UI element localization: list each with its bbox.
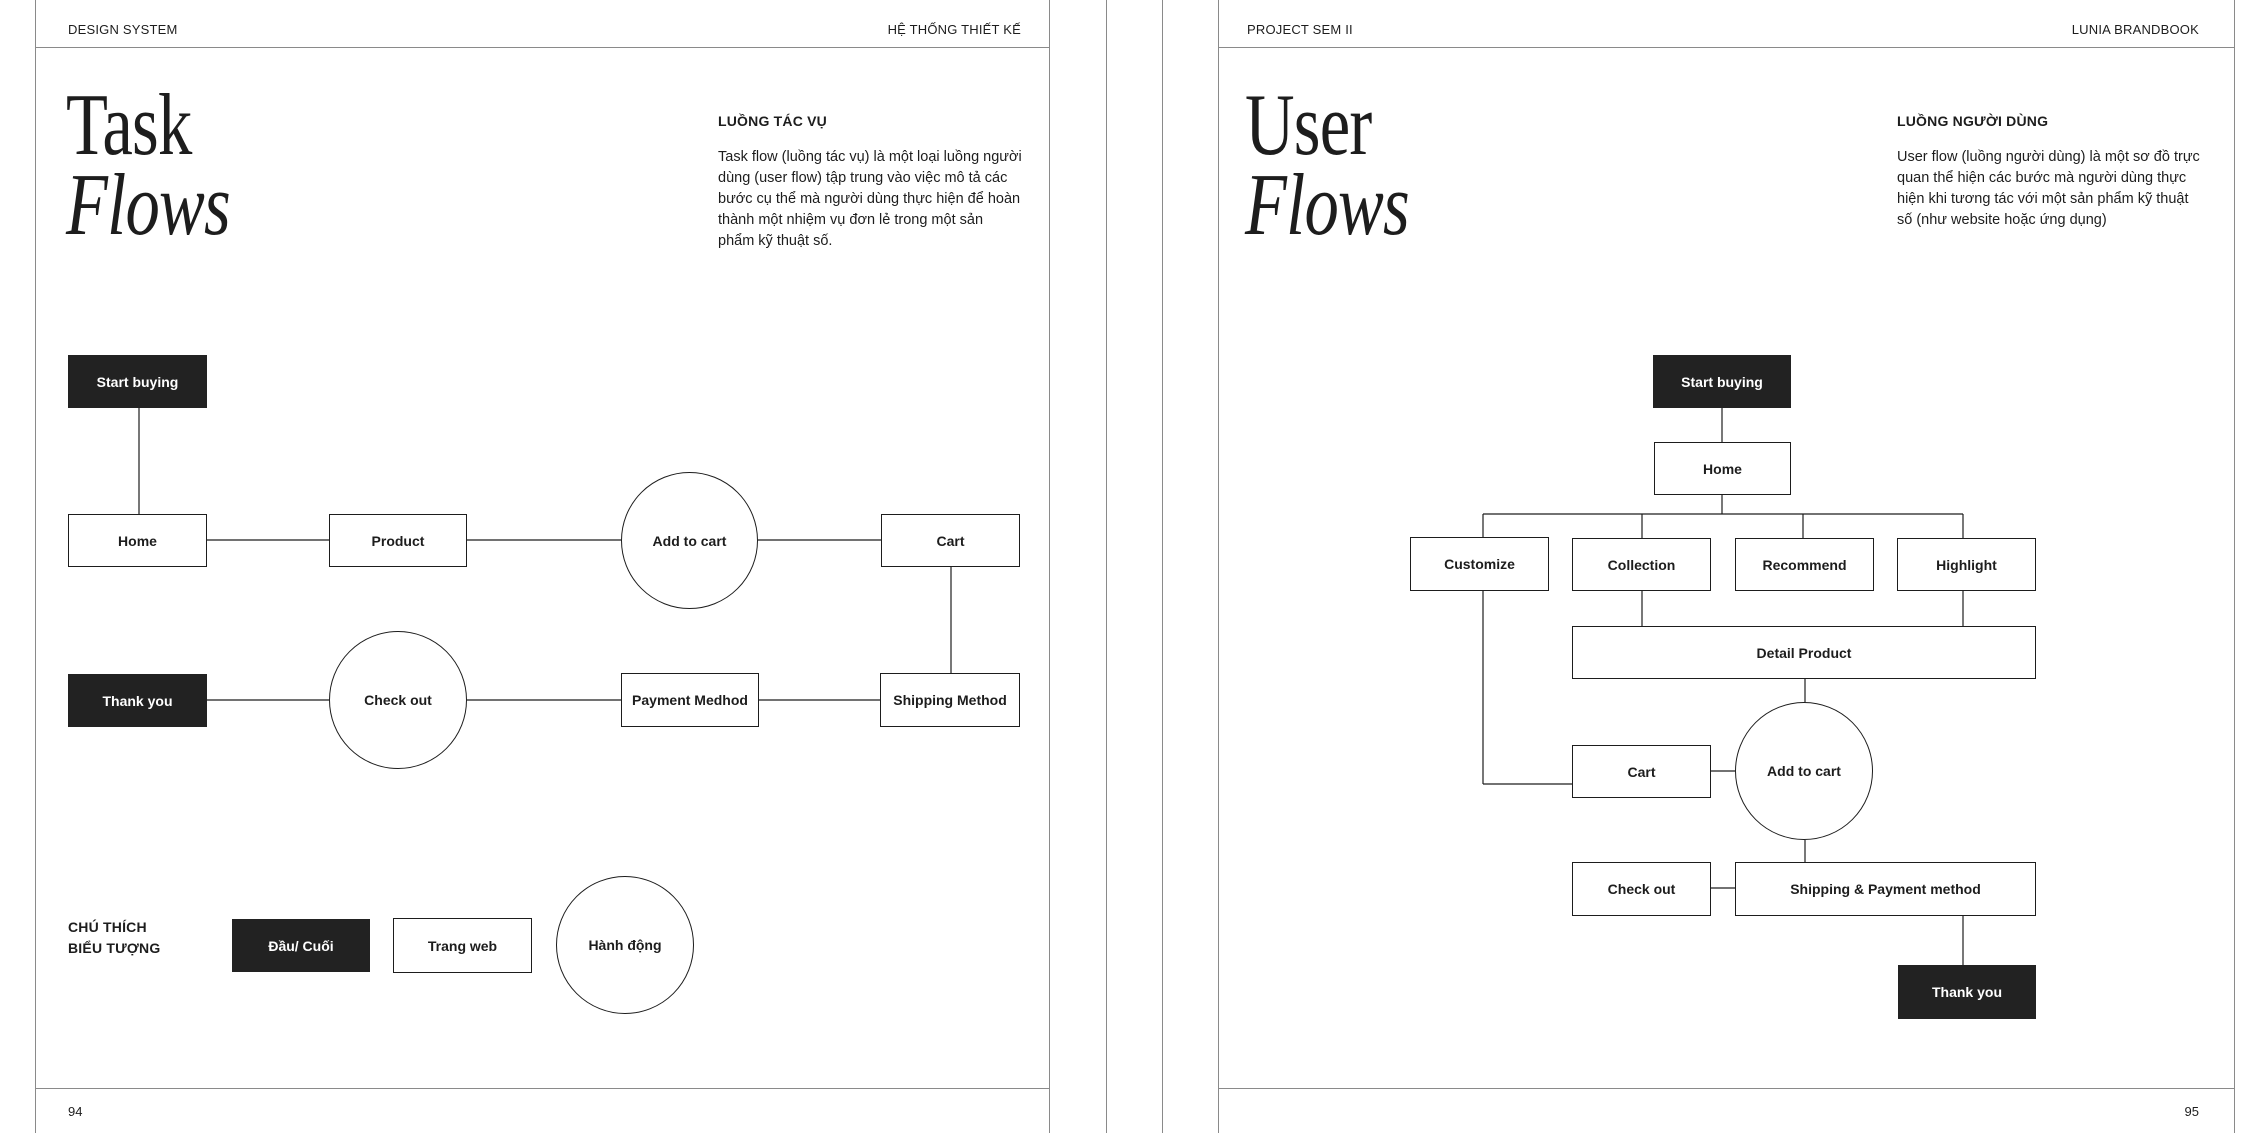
node-add-to-cart-right: Add to cart — [1735, 702, 1873, 840]
node-customize: Customize — [1410, 537, 1549, 591]
spine-rule-3 — [1162, 0, 1163, 1133]
node-shipping-payment: Shipping & Payment method — [1735, 862, 2036, 916]
left-header-rule — [35, 47, 1049, 48]
node-check-out-right: Check out — [1572, 862, 1711, 916]
node-highlight: Highlight — [1897, 538, 2036, 591]
section-body-right: User flow (luồng người dùng) là một sơ đ… — [1897, 149, 2200, 228]
node-check-out: Check out — [329, 631, 467, 769]
title-line-1: User — [1245, 77, 1372, 174]
node-payment-method: Payment Medhod — [621, 673, 759, 727]
node-shipping-method: Shipping Method — [880, 673, 1020, 727]
node-start-buying: Start buying — [68, 355, 207, 408]
legend-title: CHÚ THÍCH BIỂU TƯỢNG — [68, 917, 160, 959]
legend-title-line-2: BIỂU TƯỢNG — [68, 940, 161, 956]
left-margin-rule — [35, 0, 36, 1133]
node-start-buying-right: Start buying — [1653, 355, 1791, 408]
page-number-right: 95 — [2184, 1104, 2199, 1119]
title-line-2: Flows — [66, 157, 231, 254]
node-collection: Collection — [1572, 538, 1711, 591]
page-title-user-flows: User Flows — [1245, 82, 1410, 254]
left-footer-rule — [35, 1088, 1049, 1089]
right-footer-rule — [1218, 1088, 2234, 1089]
spine-rule-4 — [1218, 0, 1219, 1133]
page-number-left: 94 — [68, 1104, 83, 1119]
header-right-label: PROJECT SEM II — [1247, 22, 1353, 37]
spine-rule-1 — [1049, 0, 1050, 1133]
node-cart-right: Cart — [1572, 745, 1711, 798]
node-add-to-cart: Add to cart — [621, 472, 758, 609]
node-thank-you-right: Thank you — [1898, 965, 2036, 1019]
title-line-1: Task — [66, 77, 192, 174]
right-margin-rule — [2234, 0, 2235, 1133]
node-home: Home — [68, 514, 207, 567]
section-title-right: LUỒNG NGƯỜI DÙNG — [1897, 113, 2049, 129]
header-left-label: DESIGN SYSTEM — [68, 22, 178, 37]
header-right-page-title: LUNIA BRANDBOOK — [2071, 22, 2199, 37]
right-header-rule — [1218, 47, 2234, 48]
legend-title-line-1: CHÚ THÍCH — [68, 919, 147, 935]
section-title: LUỒNG TÁC VỤ — [718, 113, 827, 129]
node-recommend: Recommend — [1735, 538, 1874, 591]
node-detail-product: Detail Product — [1572, 626, 2036, 679]
legend-page: Trang web — [393, 918, 532, 973]
node-product: Product — [329, 514, 467, 567]
legend-terminal: Đầu/ Cuối — [232, 919, 370, 972]
node-thank-you: Thank you — [68, 674, 207, 727]
page-title-task-flows: Task Flows — [66, 82, 231, 254]
legend-action: Hành động — [556, 876, 694, 1014]
section-body: Task flow (luồng tác vụ) là một loại luồ… — [718, 149, 1022, 249]
header-left-page-title: HỆ THỐNG THIẾT KẾ — [887, 22, 1021, 37]
title-line-2: Flows — [1245, 157, 1410, 254]
node-home-right: Home — [1654, 442, 1791, 495]
spine-rule-2 — [1106, 0, 1107, 1133]
node-cart: Cart — [881, 514, 1020, 567]
